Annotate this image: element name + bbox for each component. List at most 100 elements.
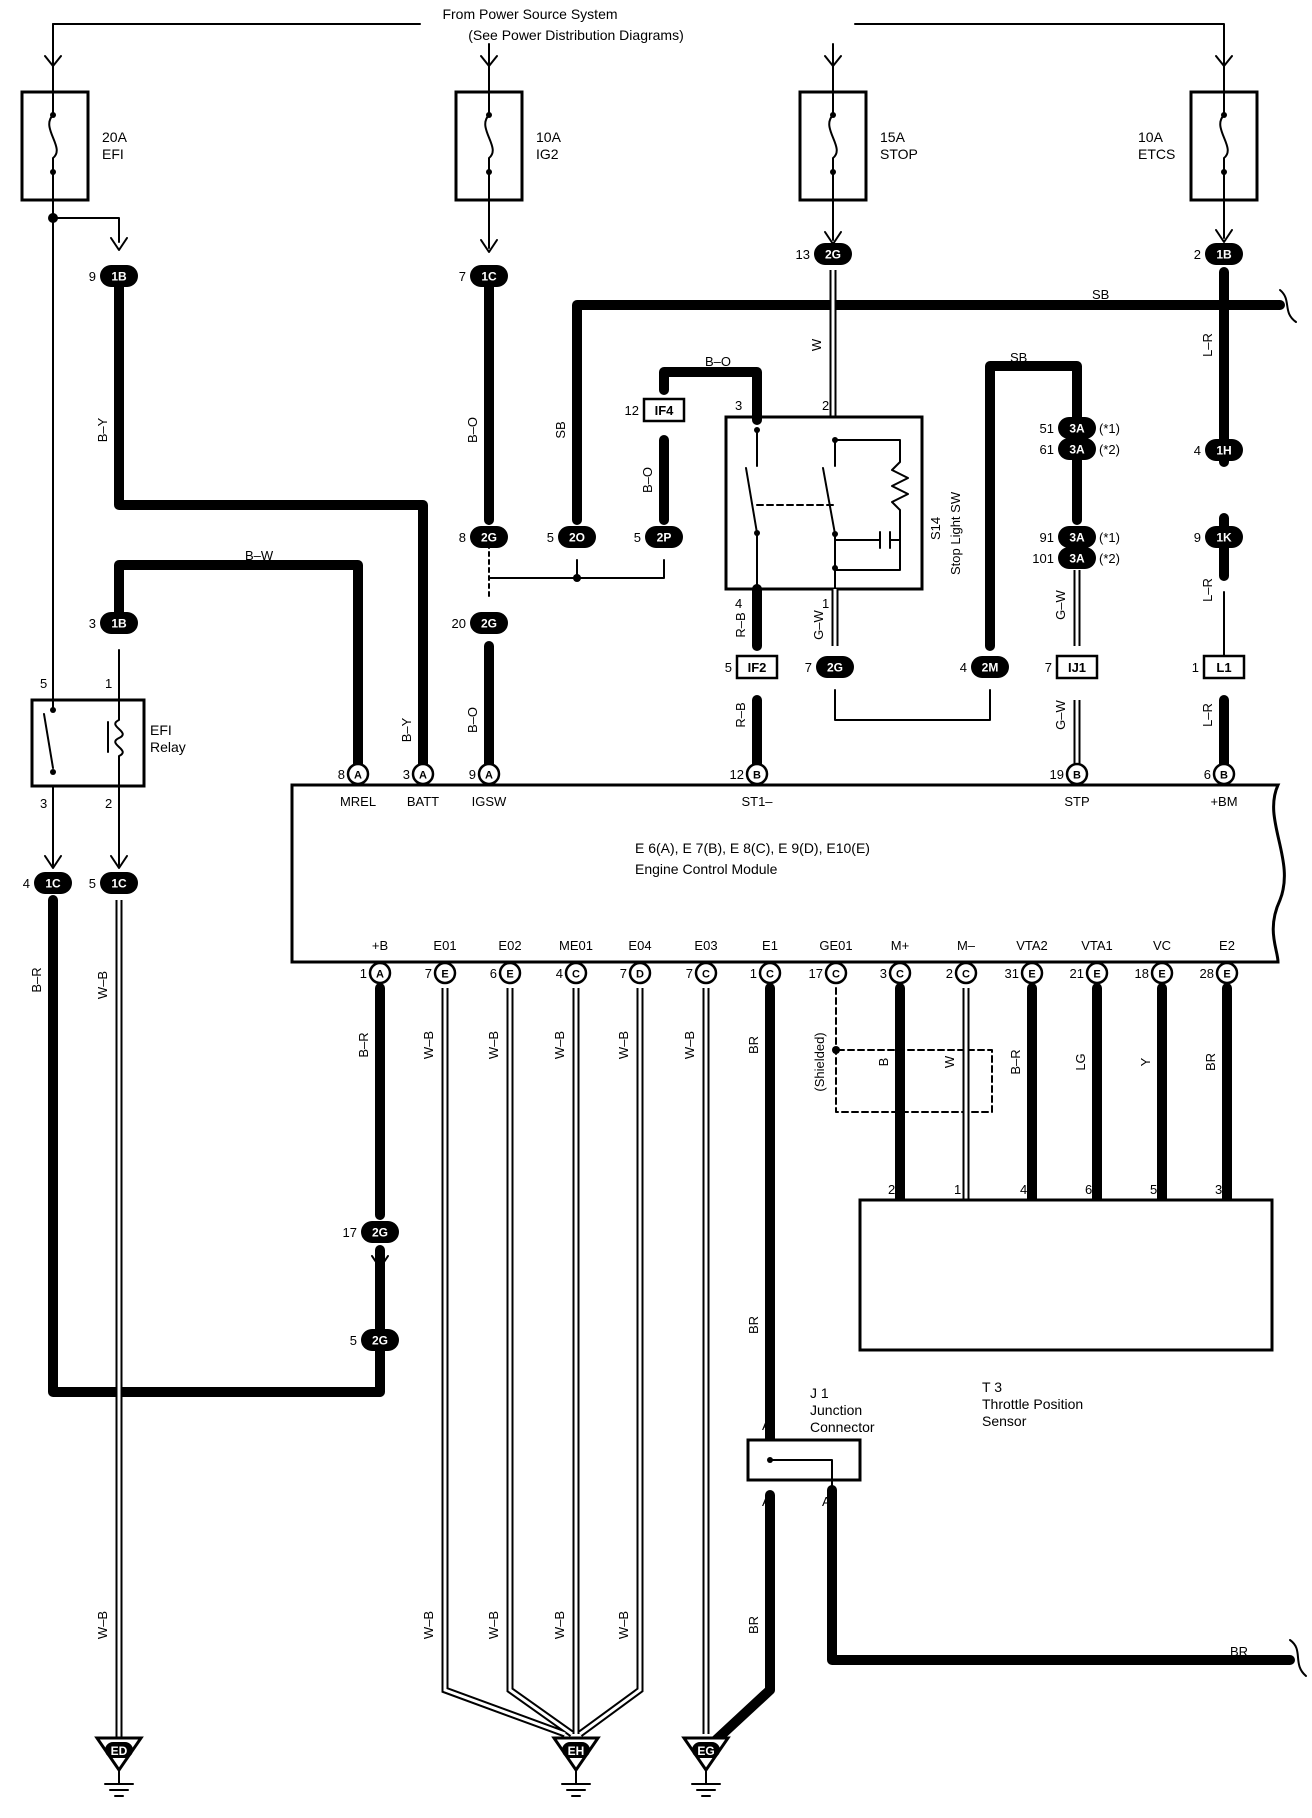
fuse-etcs-name: ETCS — [1138, 146, 1175, 162]
svg-text:E: E — [1158, 969, 1165, 981]
wire-label-sb-1: SB — [553, 421, 568, 438]
svg-text:3A: 3A — [1069, 422, 1085, 436]
svg-text:E03: E03 — [694, 938, 717, 953]
svg-text:C: C — [832, 969, 840, 981]
svg-text:1K: 1K — [1216, 531, 1232, 545]
wire-label-l-r-3: L–R — [1200, 703, 1215, 727]
wire-label-b-o-top: B–O — [705, 354, 731, 369]
power-feed-right — [854, 23, 1225, 65]
svg-text:C: C — [702, 969, 710, 981]
svg-text:A: A — [485, 770, 493, 782]
svg-text:17: 17 — [809, 966, 823, 981]
svg-text:9: 9 — [89, 269, 96, 284]
fuse-etcs: 10A ETCS — [1138, 65, 1259, 202]
wire-sb-2m — [985, 361, 1082, 651]
ground-ed: ED — [94, 1736, 144, 1797]
conn-2g-5: 2G5 — [350, 1329, 399, 1351]
wire-label-sb-top: SB — [1092, 287, 1109, 302]
wire-label-b-y-1: B–Y — [95, 417, 110, 442]
wire-b-w — [114, 560, 363, 775]
efi-relay: 5 1 3 2 EFI Relay — [30, 676, 186, 811]
conn-efi-1b: 1B9 — [89, 265, 138, 287]
ecm-bottom-pin-m–: C2M– — [946, 938, 978, 985]
svg-text:E: E — [506, 969, 513, 981]
tps-pin: 1 — [954, 1182, 961, 1197]
conn-2m: 2M4 — [960, 656, 1009, 678]
svg-text:4: 4 — [23, 876, 30, 891]
fuse-ig2-amp: 10A — [536, 129, 562, 145]
tps-pin: 5 — [1150, 1182, 1157, 1197]
wire-label-b-o-3: B–O — [640, 467, 655, 493]
svg-text:IJ1: IJ1 — [1068, 660, 1086, 675]
fuse-efi-name: EFI — [102, 146, 124, 162]
wire-label-shielded: (Shielded) — [812, 1032, 827, 1091]
svg-text:7: 7 — [686, 966, 693, 981]
wire-label-b-y-2: B–Y — [399, 717, 414, 742]
svg-text:1C: 1C — [45, 877, 61, 891]
svg-text:31: 31 — [1005, 966, 1019, 981]
wire-label-br-2: BR — [746, 1316, 761, 1334]
svg-text:4: 4 — [556, 966, 563, 981]
svg-text:1: 1 — [750, 966, 757, 981]
svg-text:5: 5 — [89, 876, 96, 891]
conn-1c-4: 1C 4 — [23, 872, 72, 894]
svg-text:E: E — [1093, 969, 1100, 981]
svg-text:5: 5 — [634, 530, 641, 545]
relay-name2: Relay — [150, 739, 186, 755]
svg-text:1C: 1C — [481, 270, 497, 284]
throttle-position-sensor: T 3 Throttle Position Sensor — [858, 1198, 1274, 1429]
wire-br-out — [827, 1485, 1295, 1665]
wire-label-lg: LG — [1073, 1053, 1088, 1070]
svg-text:13: 13 — [796, 247, 810, 262]
svg-text:C: C — [766, 969, 774, 981]
svg-text:1: 1 — [1192, 660, 1199, 675]
svg-text:E04: E04 — [628, 938, 651, 953]
svg-text:B: B — [1220, 770, 1228, 782]
ecm-name2: Engine Control Module — [635, 861, 778, 877]
svg-text:17: 17 — [343, 1225, 357, 1240]
conn-l1: L11 — [1192, 654, 1246, 680]
junction-name1: Junction — [810, 1402, 862, 1418]
header-line2: (See Power Distribution Diagrams) — [468, 27, 684, 43]
svg-text:7: 7 — [620, 966, 627, 981]
svg-text:E2: E2 — [1219, 938, 1235, 953]
svg-text:(*1): (*1) — [1099, 530, 1120, 545]
wire-w-b-bundle — [443, 988, 708, 1736]
relay-pin3: 3 — [40, 796, 47, 811]
fuse-efi: 20A EFI — [20, 65, 128, 202]
svg-text:EH: EH — [568, 1744, 585, 1758]
svg-text:8: 8 — [338, 767, 345, 782]
svg-text:2G: 2G — [481, 531, 497, 545]
svg-text:1C: 1C — [111, 877, 127, 891]
tps-pin: 4 — [1020, 1182, 1027, 1197]
svg-text:3A: 3A — [1069, 443, 1085, 457]
wire-label-w-b-ed: W–B — [95, 1611, 110, 1639]
svg-text:M+: M+ — [891, 938, 909, 953]
fuse-stop: 15A STOP — [798, 65, 918, 202]
svg-text:3A: 3A — [1069, 552, 1085, 566]
conn-2o: 2O5 — [547, 526, 596, 548]
svg-text:E02: E02 — [498, 938, 521, 953]
svg-text:D: D — [636, 969, 644, 981]
wire-label-w-b-g3: W–B — [552, 1611, 567, 1639]
svg-text:A: A — [354, 770, 362, 782]
wire-sb-top — [572, 300, 1285, 525]
fuse-efi-amp: 20A — [102, 129, 128, 145]
svg-text:2G: 2G — [481, 617, 497, 631]
svg-text:+B: +B — [372, 938, 388, 953]
wire-label-g-w-2: G–W — [1053, 589, 1068, 619]
wire-label-w-b-g1: W–B — [421, 1611, 436, 1639]
svg-text:3: 3 — [89, 616, 96, 631]
tps-pin: 3 — [1215, 1182, 1222, 1197]
svg-text:A: A — [376, 969, 384, 981]
wire-label-b-r-1: B–R — [29, 967, 44, 992]
svg-text:9: 9 — [1194, 530, 1201, 545]
svg-text:51: 51 — [1040, 421, 1054, 436]
